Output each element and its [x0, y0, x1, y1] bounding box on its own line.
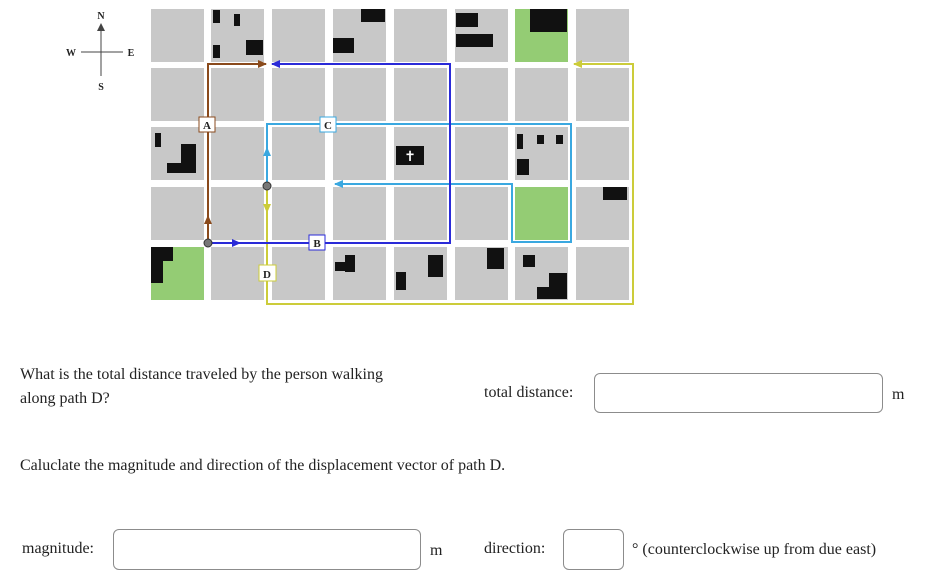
city-block: [333, 127, 386, 180]
building: [530, 9, 567, 32]
building: [556, 135, 563, 144]
building: [167, 163, 187, 173]
compass-south-label: S: [98, 82, 104, 93]
path-a-label-box: [198, 116, 216, 133]
park: [515, 187, 568, 240]
city-block: [576, 127, 629, 180]
magnitude-input[interactable]: [113, 529, 421, 570]
direction-label: direction:: [484, 540, 546, 557]
path-d-label-box: [258, 264, 277, 282]
building: [523, 255, 535, 267]
building: [456, 34, 493, 47]
city-block: [272, 127, 325, 180]
building: [537, 135, 544, 144]
building: [487, 248, 504, 269]
question-1-line-1: What is the total distance traveled by t…: [20, 366, 383, 383]
building: [333, 38, 354, 53]
city-block: [151, 9, 204, 62]
city-block: [515, 68, 568, 121]
building: [549, 273, 567, 299]
compass-west-label: W: [66, 48, 76, 59]
total-distance-input[interactable]: [594, 373, 883, 413]
city-block: [394, 9, 447, 62]
building: [428, 255, 443, 277]
question-1-text: What is the total distance traveled by t…: [20, 363, 383, 411]
building: [537, 287, 551, 299]
compass-east-label: E: [128, 48, 135, 59]
buildings: [151, 9, 627, 299]
building: [151, 247, 173, 283]
total-distance-label: total distance:: [484, 384, 574, 401]
compass: N S E W: [66, 11, 135, 93]
building: [234, 14, 240, 26]
path-b: [208, 63, 451, 244]
building: [517, 159, 529, 175]
compass-north-label: N: [97, 11, 105, 22]
magnitude-unit: m: [430, 542, 443, 559]
path-b-label-box: [308, 234, 326, 251]
magnitude-label: magnitude:: [22, 540, 94, 557]
path-d-label: D: [263, 269, 271, 281]
building: [603, 187, 627, 200]
building: [155, 133, 161, 147]
city-block: [211, 247, 264, 300]
path-c-label-box: [319, 116, 337, 133]
question-1-line-2: along path D?: [20, 390, 110, 407]
city-block: [576, 247, 629, 300]
path-cd-start-point: [262, 181, 272, 191]
city-block: [576, 68, 629, 121]
compass-north-arrow-icon: [97, 23, 105, 31]
building: [517, 134, 523, 149]
city-block: [151, 187, 204, 240]
city-block: [272, 187, 325, 240]
building: [345, 255, 355, 272]
city-block: [394, 68, 447, 121]
building: [213, 45, 220, 58]
path-c-label: C: [324, 120, 332, 132]
building: [396, 272, 406, 290]
city-block: [455, 68, 508, 121]
city-block: [455, 187, 508, 240]
city-block: [151, 68, 204, 121]
path-b-label: B: [313, 238, 321, 250]
city-block: [394, 187, 447, 240]
city-map: N S E W: [66, 9, 634, 305]
building: [456, 13, 478, 27]
city-block: [333, 68, 386, 121]
city-block: [455, 127, 508, 180]
city-block: [211, 127, 264, 180]
city-block: [211, 187, 264, 240]
church-building: [396, 146, 424, 165]
building: [335, 262, 348, 271]
city-block: [211, 68, 264, 121]
path-a-label: A: [203, 120, 211, 132]
city-block: [576, 9, 629, 62]
direction-unit: ° (counterclockwise up from due east): [632, 541, 877, 558]
church: ✝: [396, 146, 424, 165]
city-block: [333, 247, 386, 300]
city-block: [272, 247, 325, 300]
city-block: [272, 9, 325, 62]
question-2-text: Caluclate the magnitude and direction of…: [20, 457, 506, 474]
direction-input[interactable]: [563, 529, 624, 570]
building: [246, 40, 263, 55]
path-c: [266, 123, 572, 243]
church-cross-icon: ✝: [404, 149, 416, 165]
city-block: [333, 187, 386, 240]
city-block: [272, 68, 325, 121]
building: [361, 9, 385, 22]
total-distance-unit: m: [892, 386, 905, 403]
building: [213, 10, 220, 23]
path-ab-start-point: [203, 238, 213, 248]
